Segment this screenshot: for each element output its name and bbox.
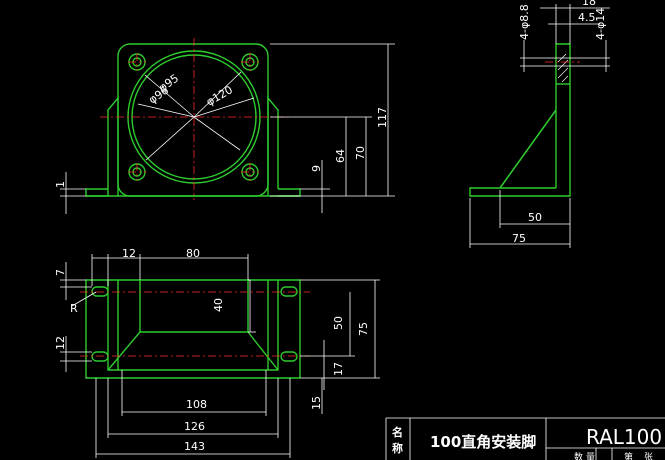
dim-top-75: 75	[357, 322, 370, 336]
dim-75: 75	[512, 232, 526, 245]
dim-top-50: 50	[332, 316, 345, 330]
front-flange	[117, 43, 269, 197]
dim-top-12v: 12	[54, 336, 67, 350]
dim-top-17: 17	[332, 362, 345, 376]
front-left-support	[107, 96, 119, 196]
front-right-support	[267, 96, 279, 196]
dim-top-108: 108	[186, 398, 207, 411]
dim-4-d14: 4-φ14	[594, 8, 607, 40]
dim-top-7: 7	[54, 269, 67, 276]
top-slots	[91, 286, 298, 362]
title-part-code: RAL100	[586, 425, 662, 449]
dim-top-40: 40	[212, 298, 225, 312]
side-view: 4-φ8.8 18 4.5 4-φ14 50 75	[469, 0, 610, 248]
top-view: 12 80 7 R 40 12 50 75 17 15 108 126 143	[54, 247, 380, 458]
title-footer-3: 第	[624, 451, 633, 460]
dim-top-15: 15	[310, 396, 323, 410]
dim-top-80: 80	[186, 247, 200, 260]
dim-70: 70	[354, 146, 367, 160]
title-name-label-1: 名	[392, 425, 403, 439]
dim-top-143: 143	[184, 440, 205, 453]
side-profile	[469, 43, 571, 197]
title-block: 名 称 100直角安装脚 RAL100 数 量 第 张	[385, 417, 665, 460]
dim-top-r: R	[70, 302, 78, 315]
dim-64: 64	[334, 149, 347, 163]
title-part-name: 100直角安装脚	[430, 433, 536, 451]
dim-9: 9	[310, 165, 323, 172]
dim-50: 50	[528, 211, 542, 224]
dim-top-12: 12	[122, 247, 136, 260]
title-name-label-2: 称	[392, 441, 403, 455]
title-footer-1: 数	[574, 451, 583, 460]
dim-1: 1	[54, 181, 67, 188]
dim-d120: φ120	[204, 83, 235, 108]
dim-117: 117	[376, 107, 389, 128]
dim-4-d8.8: 4-φ8.8	[518, 4, 531, 40]
title-footer-4: 张	[644, 452, 653, 460]
dim-4.5: 4.5	[578, 11, 596, 24]
title-footer-2: 量	[586, 452, 595, 460]
dim-top-126: 126	[184, 420, 205, 433]
dim-18: 18	[582, 0, 596, 8]
front-view: φ95 φ96 φ120 117 70 64 9 1	[54, 38, 395, 214]
top-inner-channel	[139, 280, 249, 333]
